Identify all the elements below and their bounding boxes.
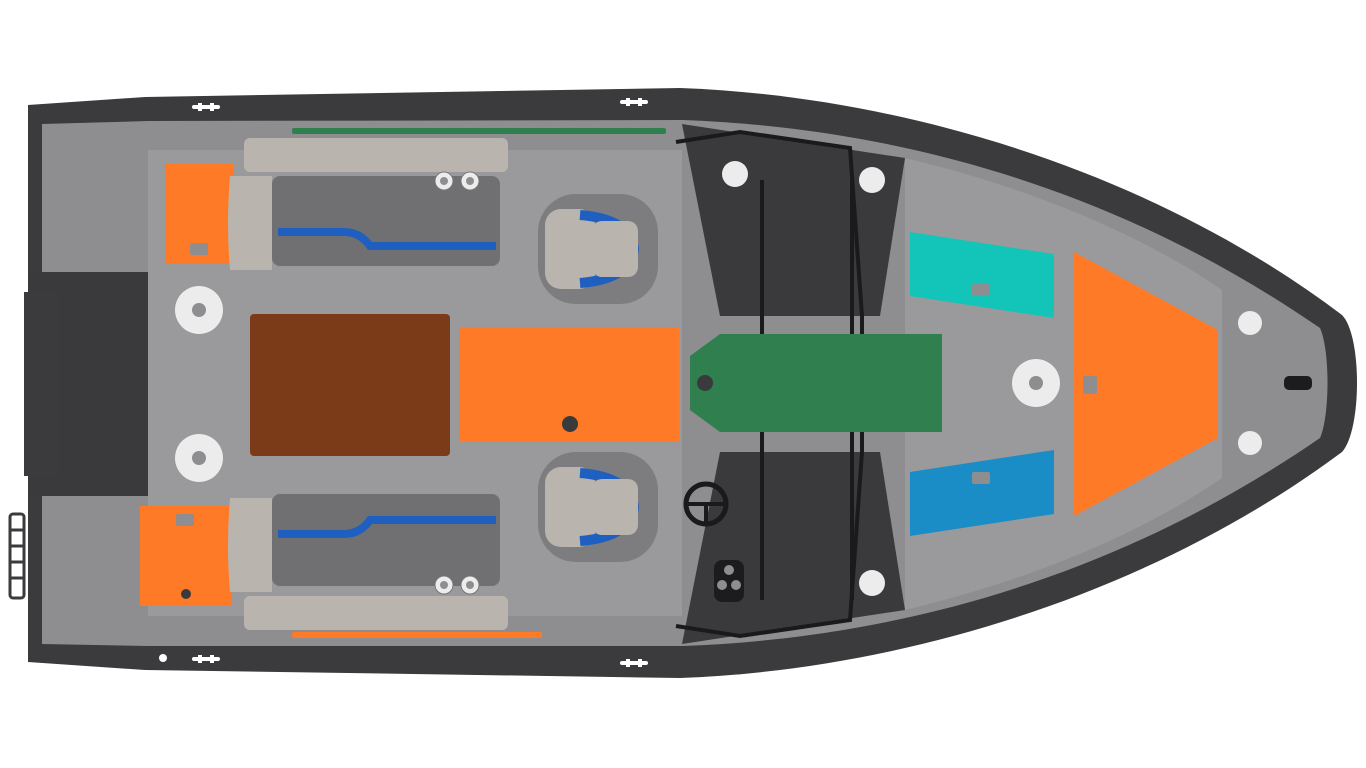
aft-port-seatback: [244, 138, 508, 172]
cleat-icon: [859, 570, 885, 596]
aft-port-seat-stripe: [278, 228, 496, 250]
bow-tip-floor: [1226, 292, 1318, 476]
latch-icon: [176, 514, 194, 526]
cup-holder-icon: [434, 575, 454, 595]
trolling-motor-icon: [697, 375, 713, 391]
cleat-icon: [192, 103, 220, 111]
speaker-icon: [175, 286, 223, 334]
steering-wheel-icon: [683, 481, 729, 527]
latch-icon: [190, 243, 208, 255]
transom-platform: [28, 272, 172, 496]
starboard-rail-strip: [292, 632, 542, 638]
bow-storage: [1074, 252, 1218, 516]
drain-plug-icon: [181, 589, 191, 599]
latch-icon: [972, 472, 990, 484]
throttle-icon: [714, 560, 744, 602]
cup-holder-icon: [434, 171, 454, 191]
cleat-icon: [620, 98, 648, 106]
aft-port-seat-cushion: [228, 176, 272, 270]
latch-icon: [1083, 376, 1097, 394]
passenger-chair: [538, 194, 658, 304]
cleat-icon: [859, 167, 885, 193]
speaker-icon: [1012, 359, 1060, 407]
transom-step: [24, 292, 58, 476]
captain-chair: [538, 452, 658, 562]
nav-light-icon: [1284, 376, 1312, 390]
cleat-icon: [620, 659, 648, 667]
aft-stbd-seatback: [244, 596, 508, 630]
cleat-icon: [722, 161, 748, 187]
latch-icon: [972, 284, 990, 296]
lock-icon: [562, 416, 578, 432]
cleat-icon: [192, 655, 220, 663]
bow-hatch-starboard: [910, 450, 1054, 536]
livewell: [250, 314, 450, 456]
cup-holder-icon: [460, 575, 480, 595]
bow-hatch-port: [910, 232, 1054, 318]
cup-holder-icon: [460, 171, 480, 191]
port-rail-strip: [292, 128, 666, 134]
aft-stbd-seat-cushion: [228, 498, 272, 592]
cleat-icon: [1238, 311, 1262, 335]
casting-deck: [690, 334, 942, 432]
fuel-fill-icon: [159, 654, 167, 662]
cleat-icon: [1238, 431, 1262, 455]
aft-stbd-seat-base: [272, 494, 500, 586]
speaker-icon: [175, 434, 223, 482]
ladder-icon: [8, 512, 26, 600]
aft-stbd-seat-stripe: [278, 516, 496, 538]
